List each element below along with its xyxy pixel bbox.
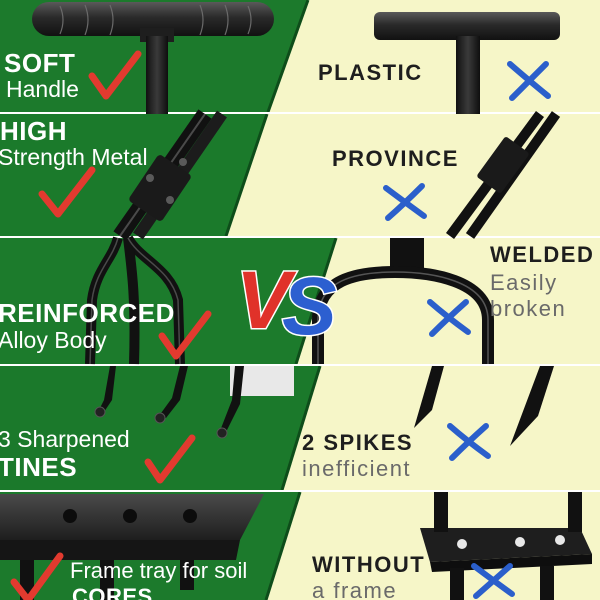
right-row-5-title: WITHOUT xyxy=(312,552,426,577)
left-panel-3 xyxy=(0,238,336,364)
left-reinforced-body xyxy=(85,235,185,365)
row-dividers xyxy=(0,112,600,492)
check-mark-icon xyxy=(88,50,142,100)
check-marks xyxy=(10,50,212,600)
cross-mark-icon xyxy=(471,563,515,599)
left-green-panels xyxy=(0,0,338,600)
right-row-3-subtitle: Easily xyxy=(490,270,558,295)
right-welded-frame xyxy=(312,238,494,364)
check-mark-icon xyxy=(144,434,196,484)
check-mark-icon xyxy=(158,310,212,360)
left-row-5-title: CORES xyxy=(72,584,153,600)
right-row-4-title: 2 SPIKES xyxy=(302,430,414,455)
right-two-spikes xyxy=(414,366,554,446)
left-row-4-subtitle: 3 Sharpened xyxy=(0,426,130,452)
cross-mark-icon xyxy=(383,183,427,221)
left-row-1-title: SOFT xyxy=(4,48,76,78)
left-row-2-title: HIGH xyxy=(0,116,67,146)
left-row-3-title: REINFORCED xyxy=(0,298,175,328)
right-row-3-title: WELDED xyxy=(490,242,595,267)
left-row-5-subtitle: Frame tray for soil xyxy=(70,558,248,583)
left-three-tines xyxy=(94,366,294,439)
left-row-3-subtitle: Alloy Body xyxy=(0,327,107,353)
right-plastic-handle xyxy=(374,12,560,114)
vs-badge: V S xyxy=(235,254,339,354)
check-mark-icon xyxy=(10,552,64,600)
cross-marks xyxy=(383,61,551,599)
cross-mark-icon xyxy=(507,61,551,101)
left-row-4-title: TINES xyxy=(0,452,78,482)
left-metal-shaft xyxy=(113,109,227,241)
right-province-shaft xyxy=(445,111,561,239)
cross-mark-icon xyxy=(427,299,471,337)
left-row-2-subtitle: Strength Metal xyxy=(0,144,148,170)
vs-letter-s: S xyxy=(282,261,337,352)
cross-mark-icon xyxy=(447,423,491,461)
right-row-2-title: PROVINCE xyxy=(332,146,459,171)
right-no-frame xyxy=(420,492,592,600)
right-row-4-subtitle: inefficient xyxy=(302,456,412,481)
check-mark-icon xyxy=(38,166,96,218)
left-soft-handle xyxy=(32,2,274,114)
vs-letter-v: V xyxy=(236,255,297,346)
right-row-5-subtitle: a frame xyxy=(312,578,398,600)
right-row-3-subtitle-2: broken xyxy=(490,296,567,321)
right-row-1-title: PLASTIC xyxy=(318,60,423,85)
left-row-1-subtitle: Handle xyxy=(6,76,79,102)
